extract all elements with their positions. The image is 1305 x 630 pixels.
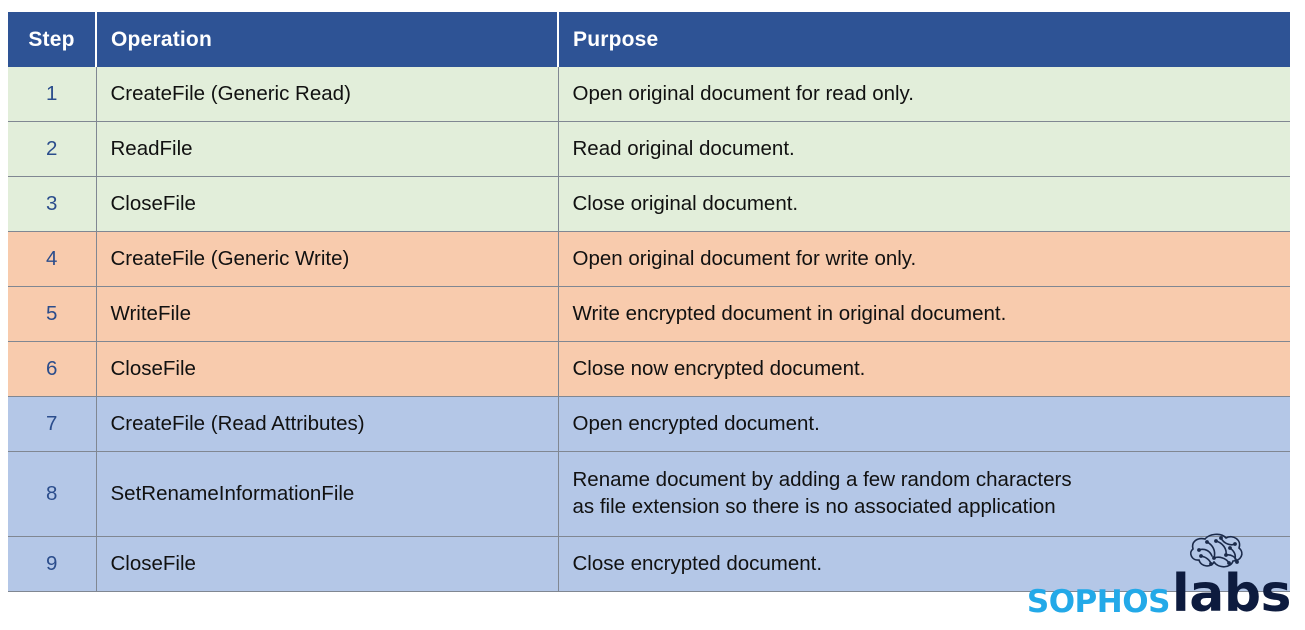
cell-operation: ReadFile [96, 121, 559, 177]
column-header-purpose: Purpose [558, 12, 1290, 67]
column-header-operation: Operation [96, 12, 559, 67]
logo-text-sophos: sophos [1026, 572, 1171, 623]
table-header-row: Step Operation Purpose [8, 12, 1290, 67]
cell-operation: CloseFile [96, 176, 559, 232]
cell-step: 9 [8, 536, 97, 592]
cell-purpose-line: Open encrypted document. [572, 411, 820, 435]
cell-purpose: Close encrypted document. [558, 536, 1290, 592]
cell-purpose: Open original document for write only. [558, 231, 1290, 287]
cell-purpose-line: Open original document for read only. [572, 81, 914, 105]
cell-purpose: Open encrypted document. [558, 396, 1290, 452]
cell-step: 6 [8, 341, 97, 397]
cell-purpose: Rename document by adding a few random c… [558, 451, 1290, 537]
cell-purpose-line: Close original document. [572, 191, 799, 215]
cell-operation: CreateFile (Generic Write) [96, 231, 559, 287]
circuit-brain-icon [1183, 526, 1255, 574]
cell-operation: CloseFile [96, 536, 559, 592]
cell-operation: CreateFile (Generic Read) [96, 67, 559, 122]
cell-step: 5 [8, 286, 97, 342]
cell-step: 1 [8, 67, 97, 122]
cell-operation: WriteFile [96, 286, 559, 342]
cell-purpose: Write encrypted document in original doc… [558, 286, 1290, 342]
cell-step: 7 [8, 396, 97, 452]
logo-text-labs: labs [1171, 564, 1292, 624]
cell-purpose: Read original document. [558, 121, 1290, 177]
cell-purpose-line: as file extension so there is no associa… [572, 495, 1056, 518]
cell-step: 4 [8, 231, 97, 287]
cell-purpose-line: Close now encrypted document. [572, 356, 866, 380]
cell-purpose: Open original document for read only. [558, 67, 1290, 122]
cell-step: 2 [8, 121, 97, 177]
cell-purpose-line: Read original document. [572, 136, 795, 160]
cell-purpose-line: Open original document for write only. [572, 246, 917, 270]
cell-purpose-line: Close encrypted document. [572, 551, 823, 575]
column-header-step: Step [8, 12, 97, 67]
cell-purpose-line: Rename document by adding a few random c… [572, 468, 1072, 492]
cell-operation: CloseFile [96, 341, 559, 397]
cell-step: 3 [8, 176, 97, 232]
table-header: Step Operation Purpose [8, 12, 1290, 67]
cell-operation: SetRenameInformationFile [96, 451, 559, 537]
cell-purpose-line: Write encrypted document in original doc… [572, 301, 1007, 325]
cell-purpose: Close now encrypted document. [558, 341, 1290, 397]
cell-purpose: Close original document. [558, 176, 1290, 232]
cell-step: 8 [8, 451, 97, 537]
cell-operation: CreateFile (Read Attributes) [96, 396, 559, 452]
